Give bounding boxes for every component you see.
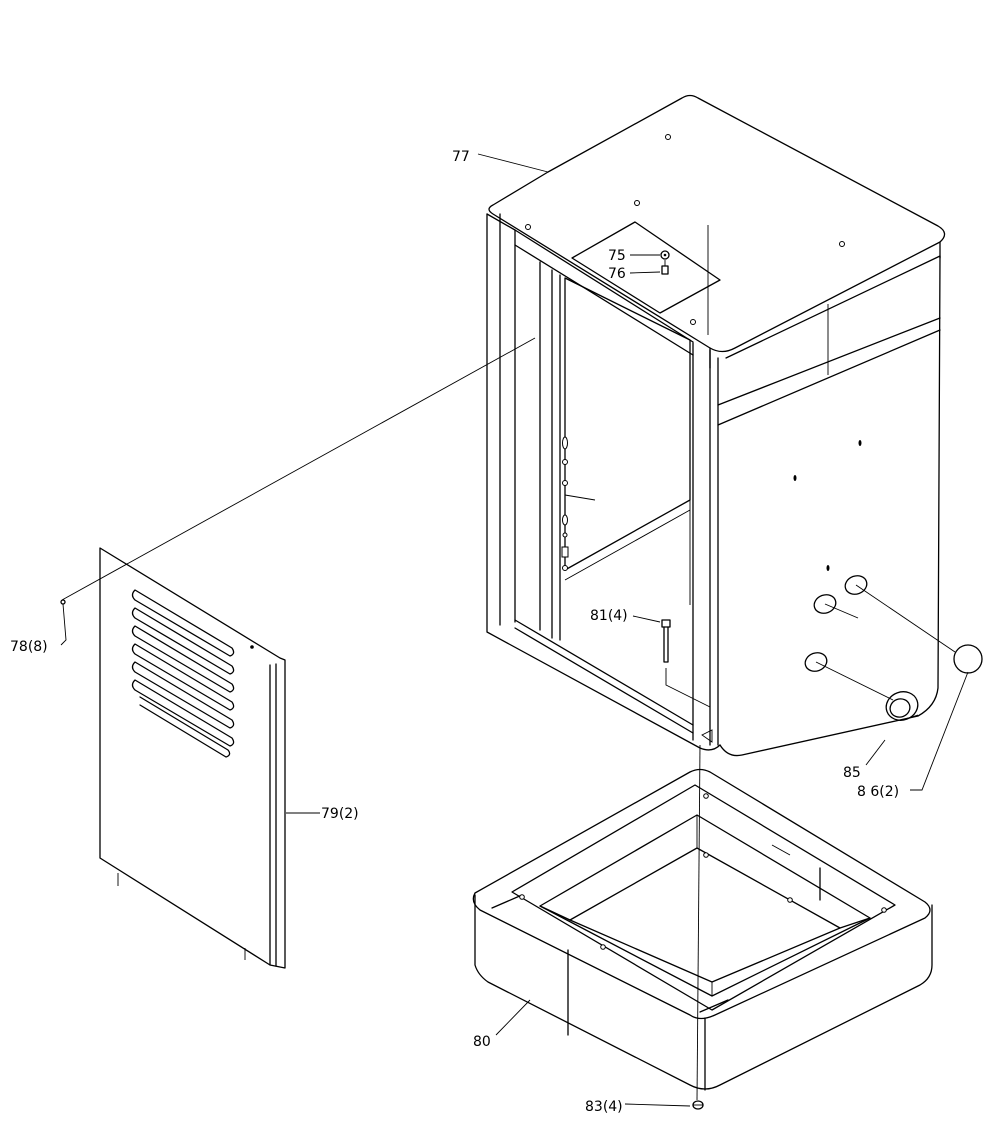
nut-part-83 bbox=[692, 1100, 704, 1110]
bolt-part-81 bbox=[661, 619, 671, 663]
callout-83: 83(4) bbox=[585, 1099, 623, 1115]
callout-77: 77 bbox=[452, 149, 470, 165]
callout-76: 76 bbox=[608, 266, 626, 282]
callout-75: 75 bbox=[608, 248, 626, 264]
callout-80: 80 bbox=[473, 1034, 491, 1050]
plug-part-86 bbox=[953, 644, 983, 674]
bushing-part-85 bbox=[885, 691, 919, 721]
callout-78: 78(8) bbox=[10, 639, 48, 655]
callout-86: 8 6(2) bbox=[857, 784, 899, 800]
louver-vents bbox=[131, 589, 235, 758]
washer-screw-parts bbox=[660, 250, 670, 275]
assembly-lines bbox=[60, 153, 969, 1107]
callout-79: 79(2) bbox=[321, 806, 359, 822]
callout-81: 81(4) bbox=[590, 608, 628, 624]
callout-85: 85 bbox=[843, 765, 861, 781]
channel-slot-holes bbox=[561, 436, 569, 571]
cabinet-part-77 bbox=[486, 94, 946, 757]
front-panel-part-79 bbox=[99, 547, 286, 969]
base-part-80 bbox=[472, 768, 933, 1091]
